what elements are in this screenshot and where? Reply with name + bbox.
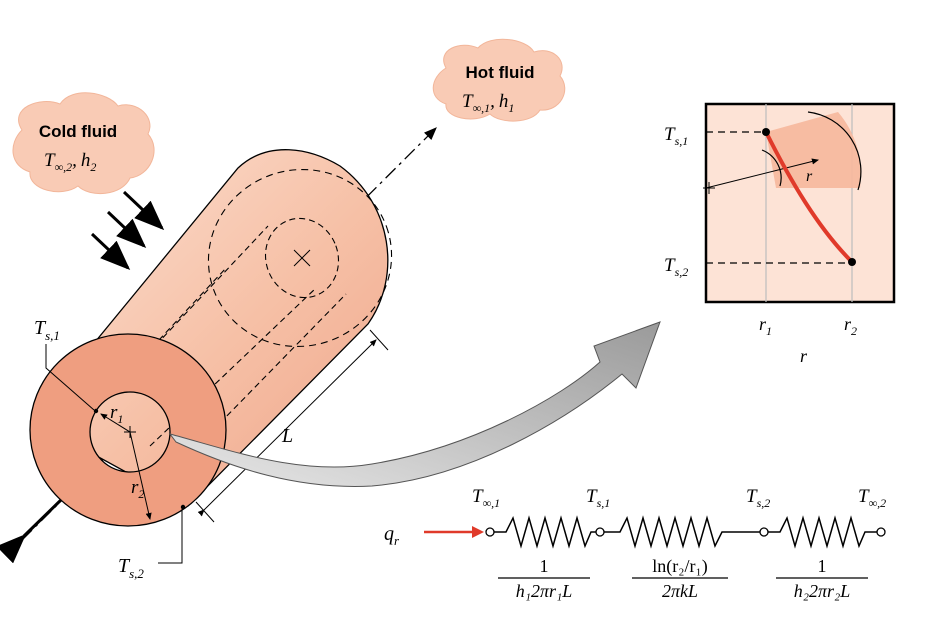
r1-numerator: 1: [540, 556, 549, 576]
cylinder-body: [29, 149, 389, 507]
plot-r2-tick: r2: [844, 314, 857, 338]
resistor-3: [764, 515, 877, 549]
plot-ts2-label: Ts,2: [664, 255, 688, 279]
r2-denominator: 2πkL: [662, 581, 698, 601]
hot-fluid-title: Hot fluid: [466, 63, 535, 82]
axis-entry-arrow: [0, 495, 66, 564]
node-t-inf-1: [485, 527, 495, 537]
node-label-t-inf-1: T∞,1: [472, 486, 500, 510]
node-ts-1: [595, 527, 605, 537]
cylinder-end-face: [29, 333, 227, 527]
ts2-point: [848, 258, 856, 266]
far-outer-circle: [207, 168, 393, 348]
resistor-2: [600, 515, 764, 549]
resistor-1: [493, 515, 600, 549]
cold-fluid-params: T∞,2,h2: [44, 150, 96, 174]
r1-radius-line: [100, 413, 131, 433]
r2-numerator: ln(r₂/r₁): [652, 556, 708, 577]
r3-denominator: h₂2πr₂L: [794, 581, 851, 601]
cyl-r2-label: r2: [131, 477, 144, 501]
r3-numerator: 1: [818, 556, 827, 576]
length-dimension: [195, 329, 389, 523]
temperature-profile-curve: [764, 131, 854, 264]
node-label-ts-2: Ts,2: [746, 486, 770, 510]
hot-fluid-params: T∞,1,h1: [462, 91, 514, 115]
r2-radius-line: [129, 431, 152, 520]
plot-r-label: r: [806, 168, 813, 185]
r1-denominator: h₁2πr₁L: [516, 581, 573, 601]
cold-fluid-cloud: Cold fluid T∞,2,h2: [12, 92, 155, 195]
far-inner-circle: [264, 217, 340, 299]
plot-ts1-label: Ts,1: [664, 124, 688, 148]
zoom-arrow: [168, 321, 661, 487]
plot-axis-label: r: [800, 346, 808, 366]
cyl-r1-label: r1: [110, 402, 123, 426]
cold-flow-arrows: [90, 190, 165, 271]
circuit-q-label: qr: [384, 523, 400, 548]
hot-fluid-cloud: Hot fluid T∞,1,h1: [432, 38, 566, 122]
cold-fluid-title: Cold fluid: [39, 122, 117, 141]
plot-r1-tick: r1: [759, 314, 772, 338]
cylinder: [29, 149, 393, 527]
node-t-inf-2: [876, 527, 886, 537]
cyl-ts2-label: Ts,2: [118, 555, 144, 581]
node-label-t-inf-2: T∞,2: [858, 486, 886, 510]
node-ts-2: [759, 527, 769, 537]
profile-plot: r: [703, 102, 896, 304]
ts1-point: [762, 128, 770, 136]
thermal-circuit: qr T∞,1 Ts,1 Ts,2 T∞,2 1 h₁2πr₁L ln(r₂/r…: [384, 486, 886, 601]
cyl-ts1-label: Ts,1: [34, 317, 60, 343]
length-label: L: [281, 425, 293, 447]
node-label-ts-1: Ts,1: [586, 486, 610, 510]
